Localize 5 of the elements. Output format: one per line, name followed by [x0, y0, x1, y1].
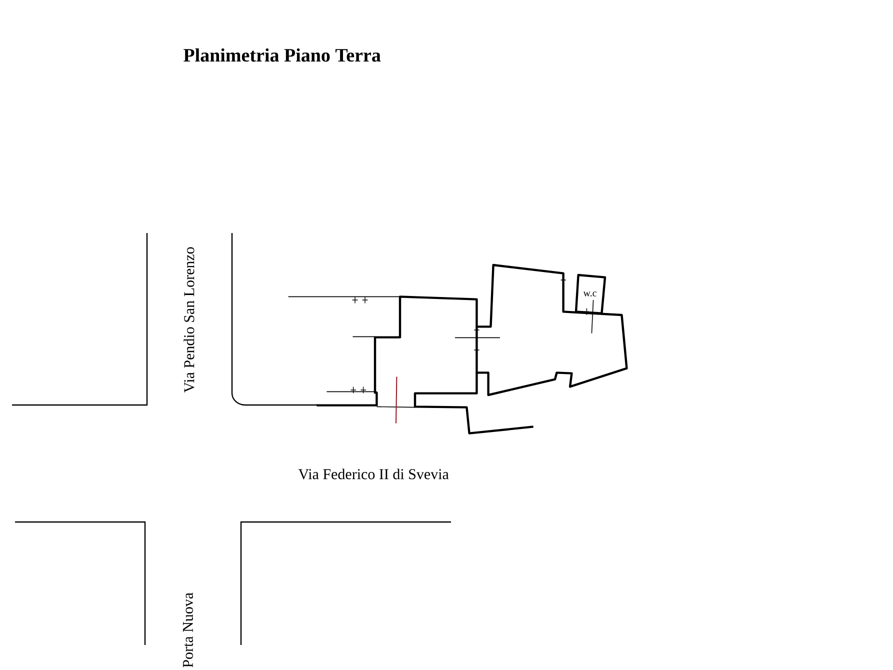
street-label: Porta Nuova	[183, 592, 193, 668]
title: Planimetria Piano Terra	[184, 48, 381, 62]
room-label: w.c	[583, 292, 596, 296]
street-label: Via Pendio San Lorenzo	[184, 247, 194, 393]
street-label: Via Federico II di Svevia	[298, 468, 449, 480]
